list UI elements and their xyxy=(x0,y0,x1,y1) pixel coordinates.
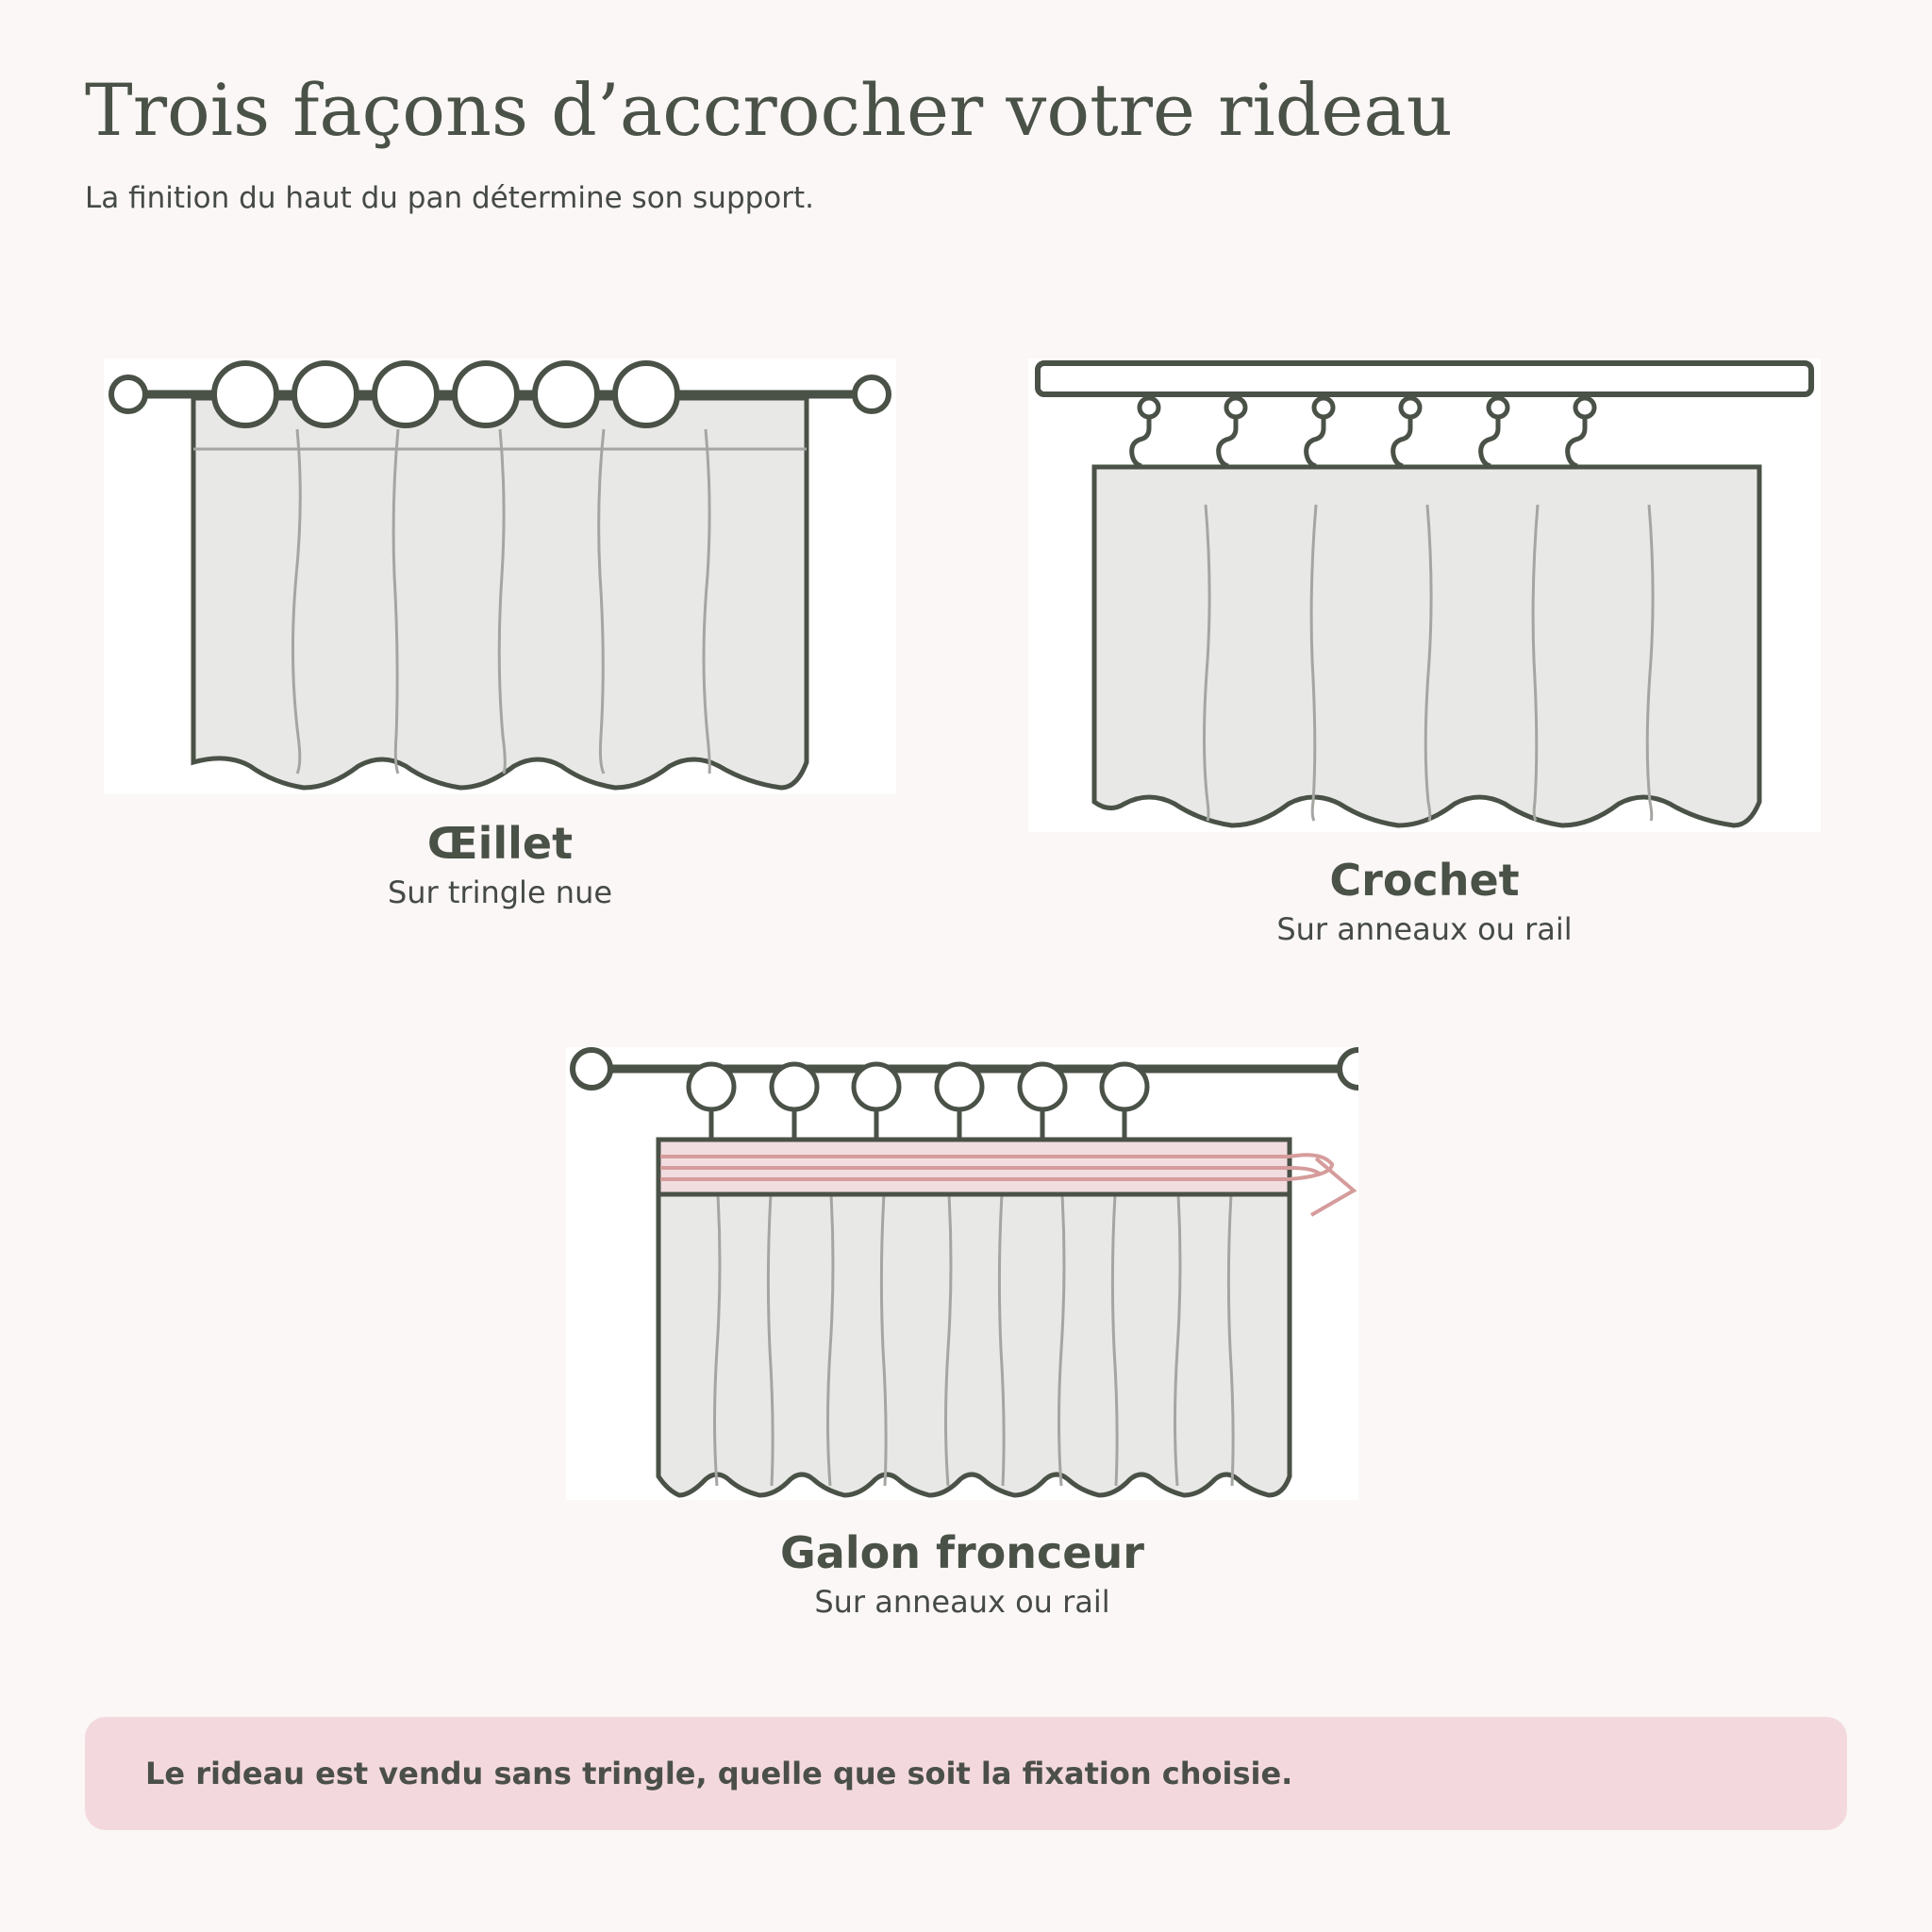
rod-finial-right xyxy=(1337,1047,1358,1091)
option-description: Sur anneaux ou rail xyxy=(814,1583,1110,1620)
curtain-rings xyxy=(686,1061,1150,1140)
option-hook: Crochet Sur anneaux ou rail xyxy=(1189,856,1660,947)
curtain-panel xyxy=(656,1137,1292,1498)
option-name: Galon fronceur xyxy=(780,1527,1144,1578)
gathering-tape-illustration xyxy=(566,1047,1358,1500)
gathering-tape-curtain-icon xyxy=(570,1047,1358,1498)
rod-finial-right xyxy=(852,375,891,414)
info-note: Le rideau est vendu sans tringle, quelle… xyxy=(85,1717,1847,1830)
tape-cords xyxy=(660,1153,1357,1217)
page-subtitle: La finition du haut du pan détermine son… xyxy=(85,181,815,215)
option-eyelet: Œillet Sur tringle nue xyxy=(264,819,736,910)
eyelet-illustration xyxy=(104,358,896,794)
option-description: Sur tringle nue xyxy=(387,874,613,910)
fabric-folds xyxy=(713,1178,1235,1487)
option-name: Œillet xyxy=(426,818,574,869)
curtain-hooks xyxy=(1129,395,1597,469)
curtain-rail xyxy=(1035,360,1814,397)
rod-finial-left xyxy=(570,1047,613,1091)
fabric-folds xyxy=(291,428,711,774)
eyelet-rings xyxy=(211,360,680,428)
option-name: Crochet xyxy=(1329,855,1520,906)
fabric-folds xyxy=(1203,504,1655,822)
option-description: Sur anneaux ou rail xyxy=(1276,910,1573,947)
rod-finial-left xyxy=(108,375,148,414)
page-title: Trois façons d’accrocher votre rideau xyxy=(85,68,1453,152)
hook-curtain-icon xyxy=(1035,360,1814,828)
hook-illustration xyxy=(1028,358,1821,832)
info-note-text: Le rideau est vendu sans tringle, quelle… xyxy=(145,1756,1293,1791)
eyelet-curtain-icon xyxy=(108,360,891,791)
option-gathering-tape: Galon fronceur Sur anneaux ou rail xyxy=(679,1528,1245,1620)
